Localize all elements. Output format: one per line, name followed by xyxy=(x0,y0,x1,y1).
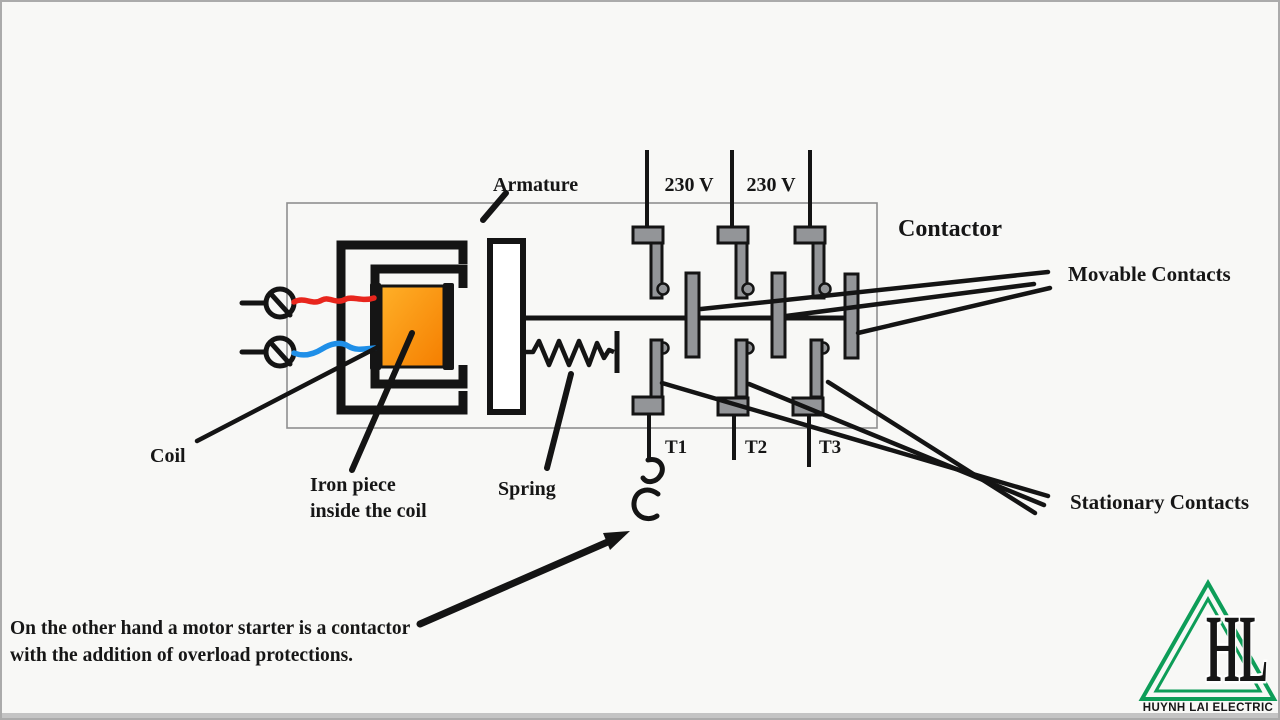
label-armature: Armature xyxy=(493,174,578,196)
overload-hook-symbol xyxy=(631,457,665,522)
leader-spring xyxy=(544,371,574,471)
bottom-bar xyxy=(0,713,1280,720)
spring-zigzag xyxy=(523,338,615,368)
logo-company-name: HUYNH LAI ELECTRIC xyxy=(1143,702,1274,714)
label-iron-piece-line1: Iron piece xyxy=(310,474,396,496)
label-spring: Spring xyxy=(498,478,556,500)
company-logo: HL HUYNH LAI ELECTRIC xyxy=(1138,578,1278,714)
movable-contact-bars xyxy=(684,271,860,360)
leader-iron-piece xyxy=(349,330,415,473)
arrow-shaft xyxy=(416,537,614,628)
terminal-slash-bottom xyxy=(268,340,293,367)
armature-plate xyxy=(487,238,526,415)
movable-bar-3 xyxy=(843,272,860,360)
contact-cap xyxy=(716,225,750,245)
coil-body xyxy=(379,284,446,369)
coil-assembly xyxy=(370,283,454,370)
label-t1: T1 xyxy=(665,437,687,458)
label-coil: Coil xyxy=(150,445,186,467)
label-stationary-contacts: Stationary Contacts xyxy=(1070,490,1249,514)
label-iron-piece-line2: inside the coil xyxy=(310,500,427,522)
label-contactor: Contactor xyxy=(898,216,1002,242)
core-outer-c xyxy=(336,240,468,415)
logo-triangle-outer xyxy=(1138,578,1278,701)
terminal-slash-top xyxy=(268,291,293,318)
logo-monogram: HL xyxy=(1206,595,1268,702)
hook-bottom-curl xyxy=(631,487,661,522)
contact-tip xyxy=(818,282,832,296)
leader-movable-3 xyxy=(855,285,1053,336)
contact-bar xyxy=(649,338,664,399)
contact-tip xyxy=(741,282,755,296)
contact-bar xyxy=(809,338,824,399)
logo-triangle-inner xyxy=(1153,595,1263,693)
contact-cap xyxy=(631,225,665,245)
coil-flange-right xyxy=(443,283,454,370)
movable-bar-2 xyxy=(770,271,787,359)
label-t2: T2 xyxy=(745,437,767,458)
wire-blue xyxy=(291,340,378,358)
contact-bar xyxy=(734,241,749,300)
caption-line2: with the addition of overload protection… xyxy=(10,645,353,666)
leader-stationary-1 xyxy=(659,380,1051,499)
contact-bar xyxy=(649,241,664,300)
contact-tip xyxy=(656,282,670,296)
leader-movable-1 xyxy=(698,269,1051,312)
label-movable-contacts: Movable Contacts xyxy=(1068,262,1231,286)
leader-stationary-2 xyxy=(746,381,1047,508)
movable-bar-1 xyxy=(684,271,701,359)
contact-cap xyxy=(631,395,665,416)
leader-stationary-3 xyxy=(825,379,1038,516)
caption-arrow xyxy=(416,531,630,628)
arrow-head xyxy=(603,531,630,550)
leader-armature xyxy=(480,190,509,223)
spring-assembly xyxy=(523,331,620,373)
label-voltage-right: 230 V xyxy=(746,174,796,196)
contact-bar xyxy=(734,338,749,399)
contact-cap xyxy=(793,225,827,245)
label-t3: T3 xyxy=(819,437,841,458)
leader-lines xyxy=(194,190,1053,516)
leader-movable-2 xyxy=(783,281,1037,319)
leader-coil xyxy=(194,344,381,444)
coil-terminals xyxy=(239,286,297,369)
hook-top-curl xyxy=(640,457,665,485)
stationary-contacts-top xyxy=(631,150,832,300)
caption-line1: On the other hand a motor starter is a c… xyxy=(10,618,411,639)
label-voltage-left: 230 V xyxy=(664,174,714,196)
wire-red xyxy=(291,295,377,305)
